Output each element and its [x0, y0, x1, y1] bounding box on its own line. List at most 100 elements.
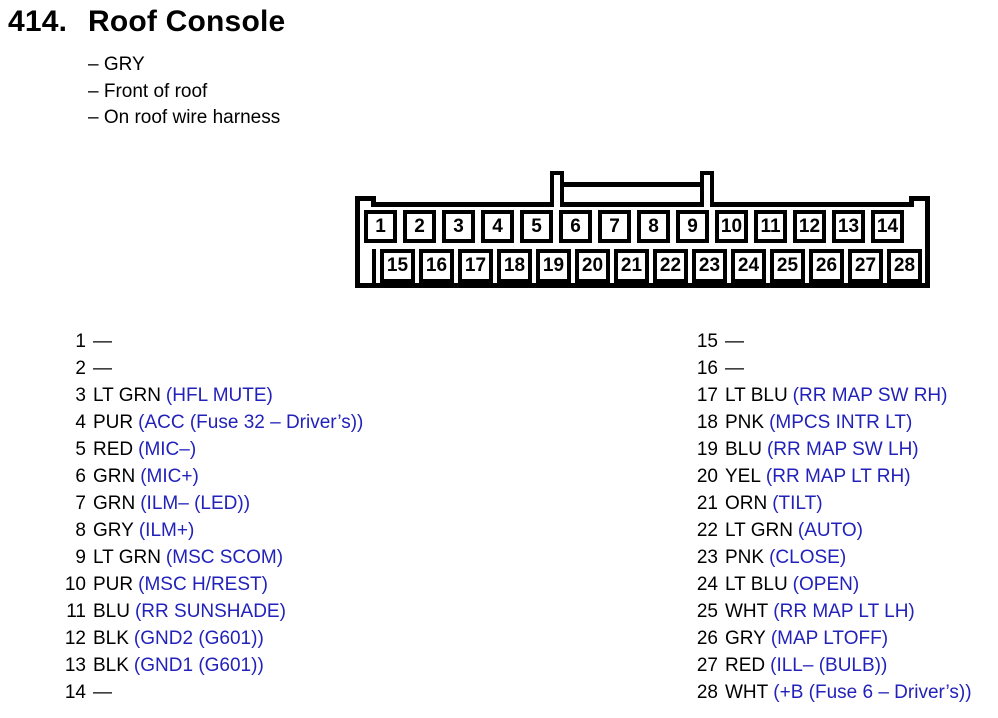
pin-number: 16 [696, 358, 718, 379]
wire-color: GRY [93, 520, 134, 541]
wire-color: GRN [93, 466, 136, 487]
pin-function: (MSC SCOM) [165, 547, 284, 568]
pin-number: 15 [696, 331, 718, 352]
connector-pin-1: 1 [364, 210, 397, 243]
pin-number: 12 [64, 628, 86, 649]
wire-color: LT BLU [725, 385, 788, 406]
pin-number: 8 [75, 520, 86, 541]
pin-number: 4 [75, 412, 86, 433]
pin-number: 26 [696, 628, 718, 649]
pin-entry-26: 26 GRY(MAP LTOFF) [692, 625, 972, 652]
connector-notch-left [355, 196, 376, 207]
wire-color: WHT [725, 682, 769, 703]
pin-function: (OPEN) [792, 574, 860, 595]
pin-function: (HFL MUTE) [165, 385, 273, 406]
pin-function: (GND2 (G601)) [133, 628, 264, 649]
pin-function: (RR MAP LT RH) [765, 466, 911, 487]
note-harness: – On roof wire harness [88, 107, 281, 128]
pin-function: (ILM– (LED)) [140, 493, 251, 514]
pin-function: (RR MAP LT LH) [773, 601, 915, 622]
pin-entry-12: 12 BLK(GND2 (G601)) [60, 625, 363, 652]
pin-function: (ILL– (BULB)) [770, 655, 888, 676]
pin-number: 1 [75, 331, 86, 352]
pin-function: (RR SUNSHADE) [134, 601, 286, 622]
connector-pin-27: 27 [848, 249, 883, 283]
wire-color: GRY [725, 628, 766, 649]
connector-pin-18: 18 [497, 249, 532, 283]
note-location: – Front of roof [88, 80, 208, 102]
connector-pin-2: 2 [403, 210, 436, 243]
wire-color: LT GRN [93, 547, 161, 568]
connector-pin-24: 24 [731, 249, 766, 283]
pin-function: (MAP LTOFF) [770, 628, 889, 649]
wire-color: RED [725, 655, 766, 676]
pin-entry-9: 9 LT GRN(MSC SCOM) [60, 544, 363, 571]
pin-number: 3 [75, 385, 86, 406]
connector-pin-15: 15 [380, 249, 415, 283]
connector-pin-20: 20 [575, 249, 610, 283]
connector-pin-16: 16 [419, 249, 454, 283]
connector-pin-14: 14 [871, 210, 904, 243]
pin-number: 17 [696, 385, 718, 406]
wire-color: LT GRN [93, 385, 161, 406]
pin-number: 21 [696, 493, 718, 514]
pin-number: 5 [75, 439, 86, 460]
pin-number: 6 [75, 466, 86, 487]
pin-number: 2 [75, 358, 86, 379]
wire-color: BLK [93, 655, 129, 676]
pin-number: 20 [696, 466, 718, 487]
connector-pin-26: 26 [809, 249, 844, 283]
pin-entry-3: 3 LT GRN(HFL MUTE) [60, 382, 363, 409]
section-title: Roof Console [88, 5, 286, 38]
pin-function: (MIC–) [138, 439, 197, 460]
connector-pin-5: 5 [520, 210, 553, 243]
wire-color: GRN [93, 493, 136, 514]
pin-number: 24 [696, 574, 718, 595]
wire-color: PUR [93, 412, 134, 433]
connector-pin-17: 17 [458, 249, 493, 283]
wire-color: ORN [725, 493, 768, 514]
pin-function: (CLOSE) [769, 547, 847, 568]
pin-number: 9 [75, 547, 86, 568]
wire-color: YEL [725, 466, 761, 487]
pin-function: (RR MAP SW LH) [766, 439, 919, 460]
pin-number: 7 [75, 493, 86, 514]
connector-notch-right [909, 196, 930, 207]
pin-function: (ILM+) [138, 520, 195, 541]
pin-entry-16: 16 — [692, 355, 972, 382]
connector-pin-23: 23 [692, 249, 727, 283]
wire-color: — [93, 358, 112, 379]
connector-pin-19: 19 [536, 249, 571, 283]
pin-number: 14 [64, 682, 86, 703]
connector-pin-11: 11 [754, 210, 787, 243]
wire-color: LT BLU [725, 574, 788, 595]
pin-function: (GND1 (G601)) [133, 655, 264, 676]
wire-color: BLK [93, 628, 129, 649]
connector-pin-28: 28 [887, 249, 922, 283]
pin-entry-24: 24 LT BLU(OPEN) [692, 571, 972, 598]
pin-entry-14: 14 — [60, 679, 363, 706]
wire-color: LT GRN [725, 520, 793, 541]
wire-color: — [725, 331, 744, 352]
pin-function: (MPCS INTR LT) [769, 412, 913, 433]
pin-entry-20: 20 YEL(RR MAP LT RH) [692, 463, 972, 490]
wire-color: PUR [93, 574, 134, 595]
wire-color: — [93, 682, 112, 703]
wire-color: — [725, 358, 744, 379]
pin-function: (RR MAP SW RH) [792, 385, 948, 406]
connector-latch-post-left [550, 171, 564, 207]
pin-number: 28 [696, 682, 718, 703]
connector-pin-13: 13 [832, 210, 865, 243]
